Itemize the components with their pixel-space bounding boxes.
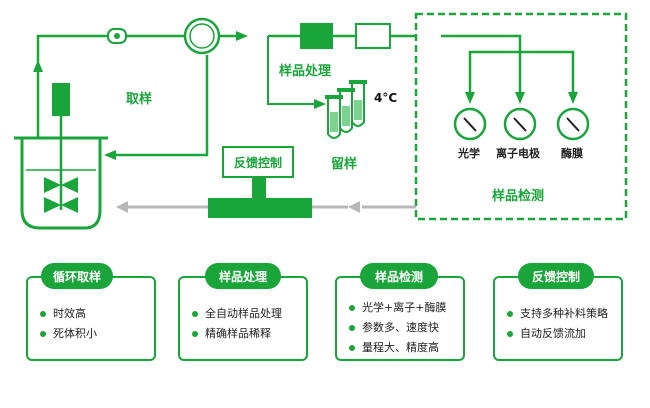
retain-sample-label: 留样 <box>331 157 358 172</box>
card-title-circulating-sampling: 循环取样 <box>41 263 113 289</box>
card-title-feedback-control: 反馈控制 <box>518 263 594 289</box>
card-item: 全自动样品处理 <box>192 304 282 324</box>
feedback-control-box: 反馈控制 <box>222 146 294 178</box>
card-item: 时效高 <box>40 304 97 324</box>
sample-detection-label: 样品检测 <box>492 189 545 204</box>
card-item: 死体积小 <box>40 324 97 344</box>
bioreactor-vessel <box>14 83 108 230</box>
card-title-sample-processing: 样品处理 <box>205 263 281 289</box>
card-item: 自动反馈流加 <box>507 324 608 344</box>
detector-label-ion-electrode: 离子电极 <box>496 147 540 160</box>
card-item: 精确样品稀释 <box>192 324 282 344</box>
enzyme-membrane-detector-icon <box>556 107 590 141</box>
card-feedback-control: 支持多种补料策略 自动反馈流加 <box>493 276 623 361</box>
sample-processing-unit <box>300 23 333 49</box>
card-item: 支持多种补料策略 <box>507 304 608 324</box>
sample-processing-label: 样品处理 <box>279 64 332 79</box>
sample-detection-box <box>414 12 628 221</box>
sampling-label: 取样 <box>126 92 153 107</box>
dilution-unit <box>355 23 391 49</box>
detector-label-optical: 光学 <box>458 147 480 160</box>
card-sample-processing: 全自动样品处理 精确样品稀释 <box>178 276 308 361</box>
valve-icon <box>107 28 127 44</box>
ion-electrode-detector-icon <box>503 107 537 141</box>
feedback-controller-base <box>208 198 312 218</box>
card-circulating-sampling: 时效高 死体积小 <box>26 276 156 361</box>
return-line <box>116 201 416 213</box>
card-title-sample-detection: 样品检测 <box>360 263 438 289</box>
circulation-loop <box>33 34 209 160</box>
temperature-label: 4°C <box>374 91 398 105</box>
sample-tubes <box>325 80 367 139</box>
card-item: 量程大、精度高 <box>349 338 446 358</box>
card-item: 参数多、速度快 <box>349 318 446 338</box>
peristaltic-pump-icon <box>183 17 221 55</box>
optical-detector-icon <box>453 107 487 141</box>
detector-label-enzyme-membrane: 酶膜 <box>561 147 583 160</box>
card-item: 光学+离子+酶膜 <box>349 298 446 318</box>
